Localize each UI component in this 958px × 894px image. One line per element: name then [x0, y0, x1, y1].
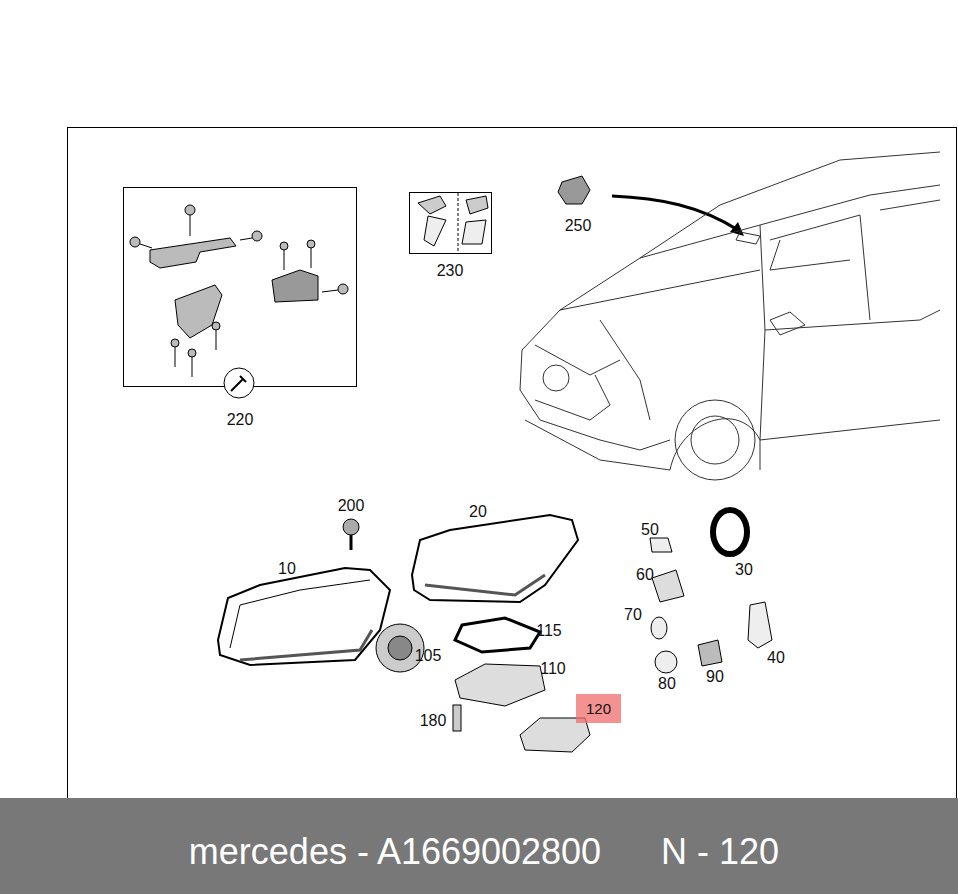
wrench-icon: [231, 376, 246, 391]
headlamp-right: [412, 515, 578, 602]
bulb-part: [650, 538, 672, 552]
part-number-text: N - 120: [661, 834, 779, 870]
bracket-parts: [130, 205, 348, 377]
headlamp-left: [218, 568, 390, 665]
tool-divider: [458, 193, 459, 253]
tool-parts: [418, 196, 488, 246]
callout-number: 250: [565, 218, 592, 234]
pointer-arrow: [730, 222, 744, 236]
sensor-part: [558, 176, 590, 204]
bulb-part: [651, 617, 667, 639]
callout-number: 220: [227, 412, 254, 428]
wrench-icon: [224, 368, 254, 398]
control-unit: [455, 664, 545, 706]
part-number-text: mercedes - A1669002800: [189, 834, 601, 870]
screw-part: [343, 519, 359, 535]
socket-part: [698, 640, 722, 666]
bulb-part: [652, 570, 684, 602]
car-wheel: [691, 416, 739, 464]
bulb-part: [655, 651, 677, 673]
car-logo: [543, 365, 569, 391]
car-outline: [520, 152, 940, 470]
bolt-part: [453, 705, 461, 731]
pointer-arrow: [612, 196, 738, 230]
headlamp-left: [230, 580, 370, 648]
callout-number: 90: [706, 669, 724, 685]
callout-number: 50: [641, 522, 659, 538]
screw-part: [350, 535, 353, 550]
callout-number: 20: [469, 504, 487, 520]
callout-number: 70: [624, 607, 642, 623]
callout-number: 40: [767, 650, 785, 666]
car-wheel: [675, 400, 755, 480]
callout-number: 10: [278, 561, 296, 577]
callout-number: 30: [735, 562, 753, 578]
tool-frame: [410, 193, 492, 254]
callout-number: 200: [338, 498, 365, 514]
callout-number: 120: [586, 701, 611, 716]
cover-part: [388, 636, 412, 660]
highlight-box: 120: [576, 694, 621, 723]
callout-number: 60: [636, 567, 654, 583]
callout-number: 110: [540, 661, 566, 677]
callout-number: 105: [415, 648, 442, 664]
footer-band: mercedes - A1669002800 N - 120: [0, 798, 958, 894]
callout-number: 230: [437, 263, 464, 279]
group-frame: [124, 188, 357, 387]
callout-number: 180: [420, 713, 447, 729]
seal-part: [455, 618, 540, 652]
headlamp-right: [425, 575, 545, 595]
headlamp-left: [240, 630, 372, 660]
callout-number: 80: [658, 676, 676, 692]
callout-number: 115: [536, 623, 562, 639]
ring-part: [713, 510, 747, 554]
outer-frame: [68, 128, 957, 799]
control-unit: [520, 718, 590, 752]
lamp-part: [748, 602, 772, 648]
